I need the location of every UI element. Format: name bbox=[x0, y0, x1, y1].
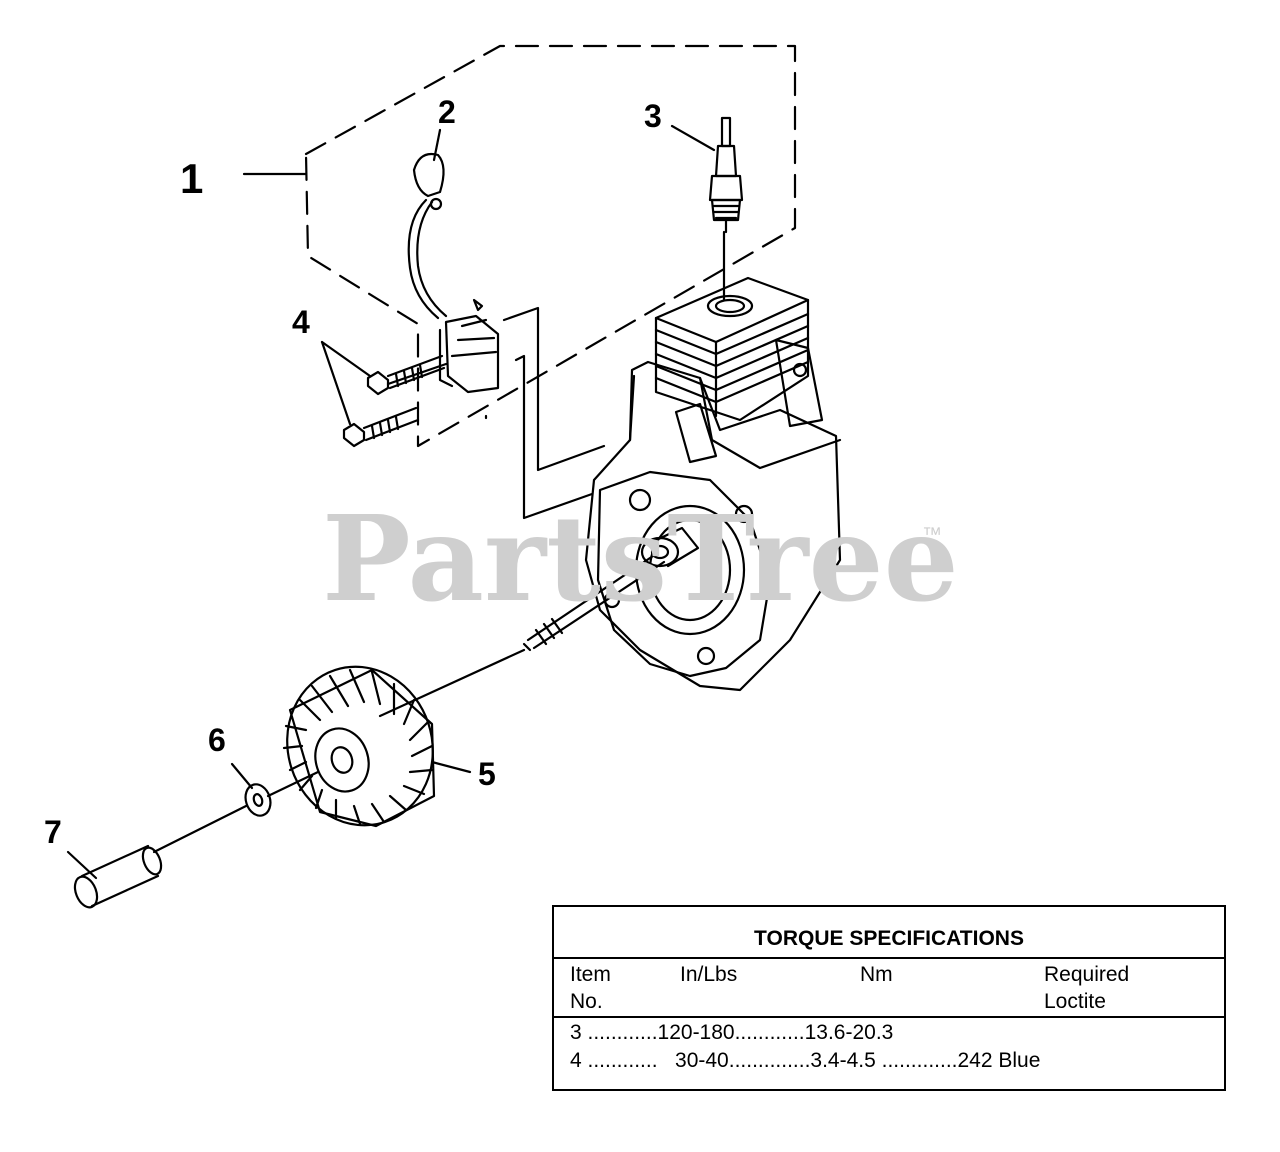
engine-block bbox=[584, 276, 842, 692]
callout-2: 2 bbox=[438, 94, 456, 130]
header-loctite-line2: Loctite bbox=[1044, 990, 1106, 1013]
trademark-symbol: ™ bbox=[922, 524, 942, 546]
callout-5: 5 bbox=[478, 756, 496, 792]
leader-line-6 bbox=[230, 762, 254, 790]
callout-6: 6 bbox=[208, 722, 226, 758]
table-row-item-4: 4 ............ 30-40..............3.4-4.… bbox=[570, 1049, 1041, 1072]
crankshaft bbox=[522, 552, 666, 652]
flywheel bbox=[282, 665, 436, 828]
header-nm: Nm bbox=[860, 963, 893, 986]
callout-3: 3 bbox=[644, 98, 662, 134]
crank-axis-line bbox=[378, 648, 526, 718]
header-loctite-line1: Required bbox=[1044, 963, 1130, 986]
watermark: PartsTree bbox=[322, 489, 959, 628]
washer bbox=[244, 783, 272, 817]
callout-7: 7 bbox=[44, 814, 62, 850]
bolt-lower bbox=[342, 406, 420, 448]
washer-axis-line bbox=[152, 804, 248, 854]
callout-1: 1 bbox=[180, 155, 204, 202]
torque-specifications-table: TORQUE SPECIFICATIONS Item No. In/Lbs Nm… bbox=[552, 905, 1226, 1091]
pin bbox=[73, 844, 163, 909]
header-item-line1: Item bbox=[570, 963, 611, 986]
leader-line-4a bbox=[320, 340, 372, 378]
callout-4: 4 bbox=[292, 304, 310, 340]
module-lead-lines bbox=[502, 306, 606, 520]
table-row-item-3: 3 ............120-180............13.6-20… bbox=[570, 1021, 894, 1044]
flywheel-axis-line bbox=[266, 770, 320, 798]
leader-line-3 bbox=[670, 124, 716, 152]
leader-line-5 bbox=[430, 760, 472, 774]
leader-line-4b bbox=[320, 340, 352, 426]
assembly-1-dashed-boundary bbox=[304, 44, 797, 448]
bolt-upper bbox=[366, 354, 446, 396]
table-title: TORQUE SPECIFICATIONS bbox=[754, 927, 1024, 950]
spark-plug bbox=[708, 116, 744, 234]
bolt-axis-line bbox=[386, 362, 448, 386]
header-inlbs: In/Lbs bbox=[680, 963, 738, 986]
leader-line-2 bbox=[432, 128, 442, 162]
header-item-line2: No. bbox=[570, 990, 603, 1013]
leader-line-7 bbox=[66, 850, 98, 880]
table-divider-top bbox=[554, 957, 1224, 959]
table-divider-header bbox=[554, 1016, 1224, 1018]
ignition-module bbox=[407, 152, 500, 420]
